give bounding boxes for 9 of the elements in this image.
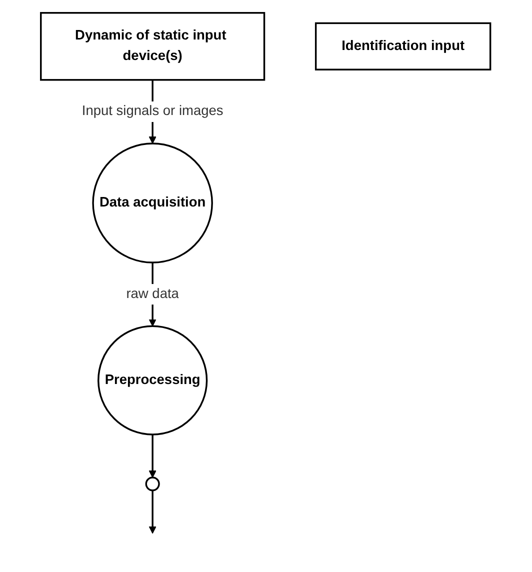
edge-label: raw data <box>126 284 180 305</box>
empty-circle <box>146 476 160 492</box>
arrow <box>149 434 157 478</box>
arrow <box>149 490 157 534</box>
process-box: Identification input <box>315 22 492 70</box>
process-circle: Preprocessing <box>98 325 208 436</box>
process-circle: Data acquisition <box>92 142 214 264</box>
process-box: Dynamic of static input device(s) <box>40 12 266 81</box>
edge-label: Input signals or images <box>82 101 224 122</box>
